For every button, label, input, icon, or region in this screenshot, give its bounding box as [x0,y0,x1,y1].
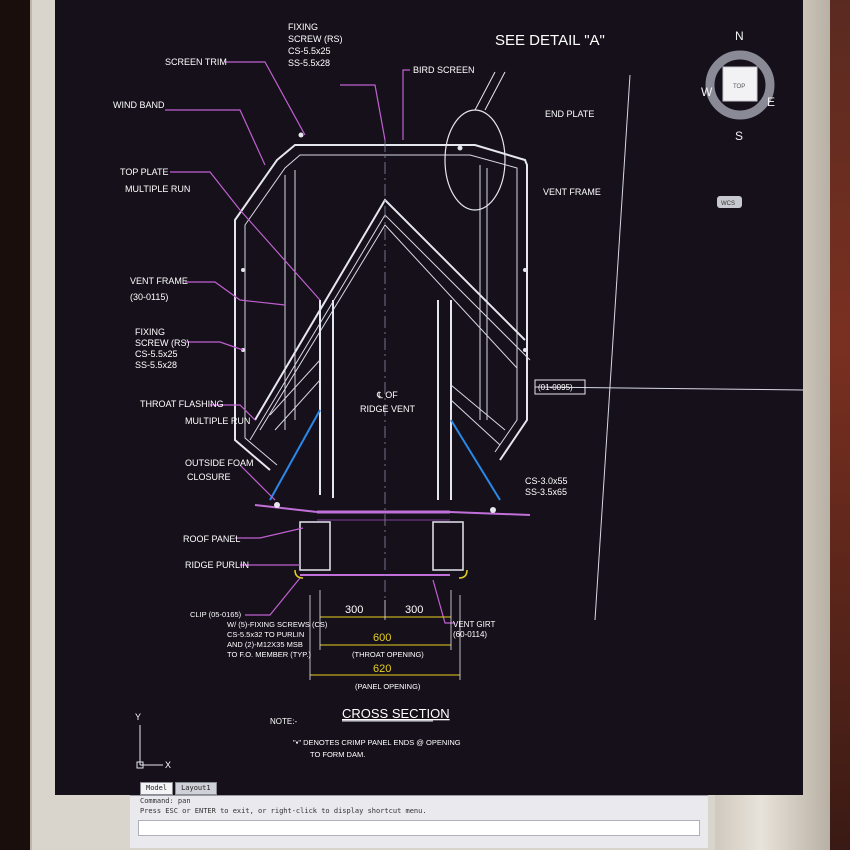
command-history-line-2: Press ESC or ENTER to exit, or right-cli… [140,807,427,815]
label-outside-foam: OUTSIDE FOAM [185,458,254,468]
desk-background-left [0,0,30,850]
foam-closure-right [450,419,501,501]
dimension-lines [309,590,461,680]
label-throat-flashing-sub: MULTIPLE RUN [185,416,250,426]
note-line-2: TO FORM DAM. [310,750,365,759]
label-top-fixing-1: FIXING [288,22,318,32]
detail-a-callout [444,109,506,211]
leader-lines [165,61,455,624]
fixing-screw-markers [241,132,527,352]
cursor-horizontal-line [534,386,803,391]
dim-panel-label: (PANEL OPENING) [355,682,421,691]
label-end-plate: END PLATE [545,109,594,119]
dim-half-right: 300 [405,604,423,616]
label-fixing-screw-4: SS-5.5x28 [135,360,177,370]
label-fixing-screw-1: FIXING [135,327,165,337]
label-ridge-purlin: RIDGE PURLIN [185,560,249,570]
command-history-line-1: Command: pan [140,797,191,805]
tab-model[interactable]: Model [140,782,174,795]
label-right-tag: (01-0095) [538,383,573,392]
label-detail-ref: SEE DETAIL "A" [495,32,605,49]
label-top-plate: TOP PLATE [120,167,169,177]
label-vent-girt: VENT GIRT [453,620,495,629]
label-top-fixing-4: SS-5.5x28 [288,58,330,68]
foam-closure-left [269,409,321,501]
label-right-ss: SS-3.5x65 [525,487,567,497]
label-screen-trim: SCREEN TRIM [165,57,227,67]
label-vent-frame: VENT FRAME [130,276,188,286]
label-clip-3: CS-5.5x32 TO PURLIN [227,630,304,639]
ridge-vent-hood[interactable] [234,144,531,500]
label-fixing-screw-2: SCREW (RS) [135,338,190,348]
dim-throat-label: (THROAT OPENING) [352,650,424,659]
label-throat-flashing: THROAT FLASHING [140,399,224,409]
viewcube-top-label: TOP [733,84,745,90]
cad-drawing-canvas[interactable]: SCREEN TRIM WIND BAND TOP PLATE MULTIPLE… [55,0,803,795]
wcs-menu-button[interactable] [717,196,742,208]
ucs-x-label: X [165,760,171,770]
viewcube-west[interactable]: W [701,85,713,99]
label-top-fixing-2: SCREW (RS) [288,34,343,44]
label-top-fixing-3: CS-5.5x25 [288,46,331,56]
dim-throat: 600 [373,632,391,644]
viewcube-south[interactable]: S [735,129,743,143]
note-label: NOTE:- [270,717,297,726]
label-bird-screen: BIRD SCREEN [413,65,475,75]
label-clip-4: AND (2)-M12X35 MSB [227,640,303,649]
label-centerline: ℄ OF [376,390,398,400]
ucs-icon: Y X [135,712,171,770]
label-wind-band: WIND BAND [113,100,165,110]
viewcube-top-face[interactable] [722,66,758,102]
command-input[interactable] [138,820,700,836]
label-clip-2: W/ (5)-FIXING SCREWS (CS) [227,620,328,629]
room-background-right [830,0,850,850]
label-vent-frame-code: (30-0115) [130,292,168,302]
wcs-label: WCS [721,201,735,207]
label-right-vent-frame: VENT FRAME [543,187,601,197]
label-clip-1: CLIP (05-0165) [190,610,242,619]
cursor-vertical-line [594,74,631,621]
label-fixing-screw-3: CS-5.5x25 [135,349,178,359]
ridge-purlin[interactable] [274,502,496,579]
label-clip-5: TO F.O. MEMBER (TYP.) [227,650,311,659]
roof-panel[interactable] [254,504,531,576]
label-ridge-vent: RIDGE VENT [360,404,416,414]
ucs-y-label: Y [135,712,141,722]
viewcube[interactable]: TOP N S E W WCS [701,29,775,208]
command-window[interactable]: Command: pan Press ESC or ENTER to exit,… [130,795,708,848]
tab-layout1[interactable]: Layout1 [175,782,217,795]
label-top-plate-sub: MULTIPLE RUN [125,184,190,194]
layout-tabs: Model Layout1 [140,782,219,795]
note-line-1: "▪" DENOTES CRIMP PANEL ENDS @ OPENING [293,738,461,747]
viewcube-north[interactable]: N [735,29,744,43]
label-vent-girt-code: (60-0114) [453,630,487,639]
dim-half-left: 300 [345,604,363,616]
label-outside-foam-sub: CLOSURE [187,472,231,482]
viewcube-east[interactable]: E [767,95,775,109]
label-roof-panel: ROOF PANEL [183,534,240,544]
label-right-cs: CS-3.0x55 [525,476,568,486]
dim-panel: 620 [373,663,391,675]
drawing-title: CROSS SECTION [342,706,450,721]
